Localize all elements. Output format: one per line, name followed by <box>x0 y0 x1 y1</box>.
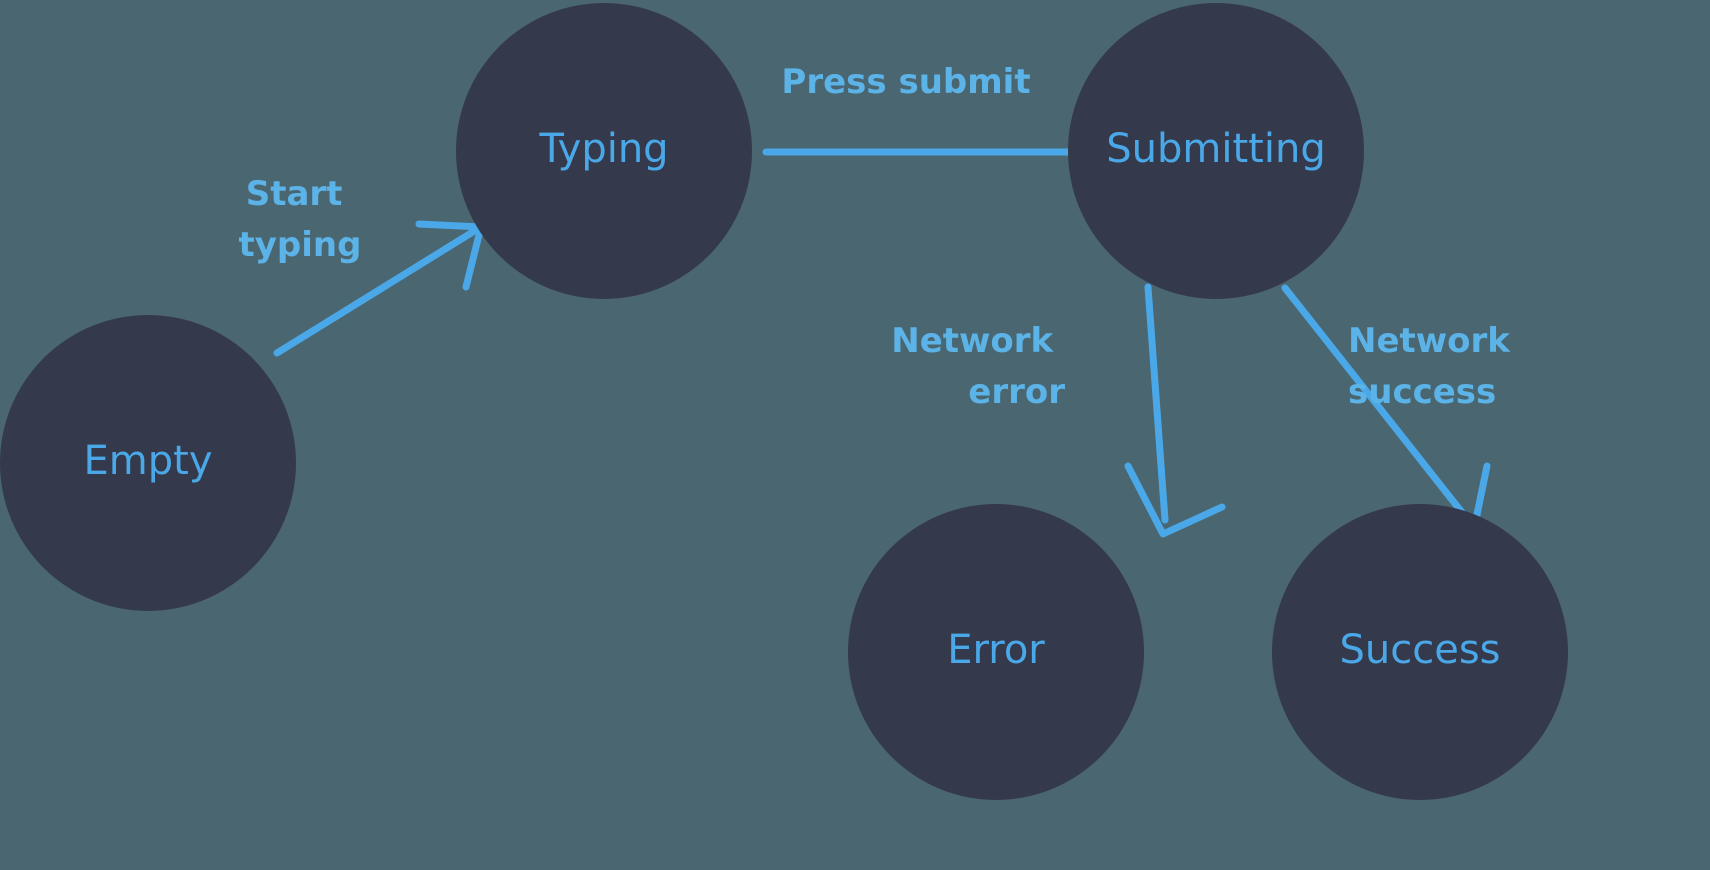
edge-network-success: Network success <box>1281 284 1522 538</box>
state-node-success-circle[interactable] <box>1272 504 1568 800</box>
edge-start-typing: Start typing <box>239 174 485 357</box>
state-node-success-label: Success <box>1339 627 1500 673</box>
state-node-empty-circle[interactable] <box>0 315 296 611</box>
state-node-submitting[interactable]: Submitting <box>1068 3 1364 299</box>
state-node-error-label: Error <box>947 627 1045 673</box>
state-node-empty-label: Empty <box>84 438 213 484</box>
edge-network-error-label: Network error <box>891 321 1065 412</box>
state-node-submitting-label: Submitting <box>1106 126 1325 172</box>
edge-press-submit: Press submit <box>762 62 1147 191</box>
edge-label-line: typing <box>239 225 362 265</box>
edge-press-submit-label: Press submit <box>781 62 1030 102</box>
state-node-typing[interactable]: Typing <box>456 3 752 299</box>
edge-network-success-line <box>1281 284 1472 524</box>
state-node-empty[interactable]: Empty <box>0 315 296 611</box>
edge-network-error-line <box>1144 283 1169 524</box>
state-node-typing-label: Typing <box>538 126 668 172</box>
edge-label-line: Press submit <box>781 62 1030 102</box>
edge-start-typing-line <box>273 226 480 357</box>
edge-start-typing-label: Start typing <box>239 174 362 265</box>
state-node-submitting-circle[interactable] <box>1068 3 1364 299</box>
state-node-typing-circle[interactable] <box>456 3 752 299</box>
state-node-error[interactable]: Error <box>848 504 1144 800</box>
state-node-error-circle[interactable] <box>848 504 1144 800</box>
edge-label-line: Network <box>1348 321 1511 361</box>
edge-label-line: success <box>1348 372 1496 412</box>
edge-network-error-arrowhead <box>1124 462 1226 538</box>
edge-network-success-label: Network success <box>1348 321 1522 412</box>
edge-network-error: Network error <box>891 283 1226 538</box>
state-node-success[interactable]: Success <box>1272 504 1568 800</box>
edge-label-line: Start <box>246 174 343 214</box>
edge-label-line: error <box>968 372 1065 412</box>
edge-label-line: Network <box>891 321 1054 361</box>
